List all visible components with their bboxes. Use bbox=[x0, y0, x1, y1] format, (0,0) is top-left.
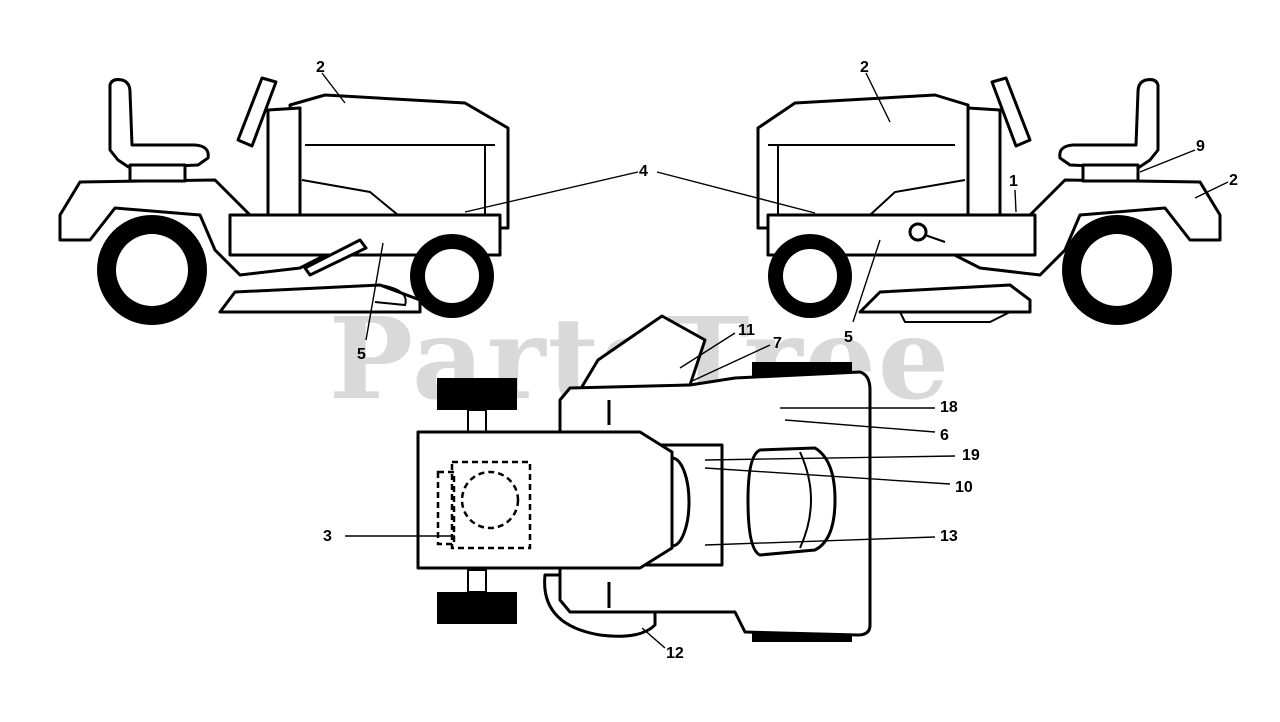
callout-19: 19 bbox=[962, 447, 980, 464]
tractor-top-view bbox=[416, 314, 872, 642]
callout-right-hood: 2 bbox=[860, 59, 869, 76]
callout-10: 10 bbox=[955, 479, 973, 496]
callout-left-hood: 2 bbox=[316, 59, 325, 76]
callout-right-rear: 2 bbox=[1229, 172, 1238, 189]
callout-12: 12 bbox=[666, 645, 684, 662]
callout-18: 18 bbox=[940, 399, 958, 416]
callout-3: 3 bbox=[323, 528, 332, 545]
callout-right-fender-top: 9 bbox=[1196, 138, 1205, 155]
callout-right-frame: 1 bbox=[1009, 173, 1018, 190]
leader-lines bbox=[321, 72, 1229, 649]
callout-side-decal: 4 bbox=[639, 163, 648, 180]
callout-chute-11: 11 bbox=[738, 322, 755, 339]
callout-6: 6 bbox=[940, 427, 949, 444]
tractor-left-side-view bbox=[58, 76, 510, 325]
callout-chute-7: 7 bbox=[773, 335, 782, 352]
tractor-right-side-view bbox=[756, 76, 1222, 325]
callout-labels: 2 4 5 2 5 9 2 1 11 7 18 6 19 10 13 3 12 bbox=[316, 59, 1238, 662]
callout-left-lower: 5 bbox=[357, 346, 366, 363]
callout-right-lower: 5 bbox=[844, 329, 853, 346]
callout-13: 13 bbox=[940, 528, 958, 545]
